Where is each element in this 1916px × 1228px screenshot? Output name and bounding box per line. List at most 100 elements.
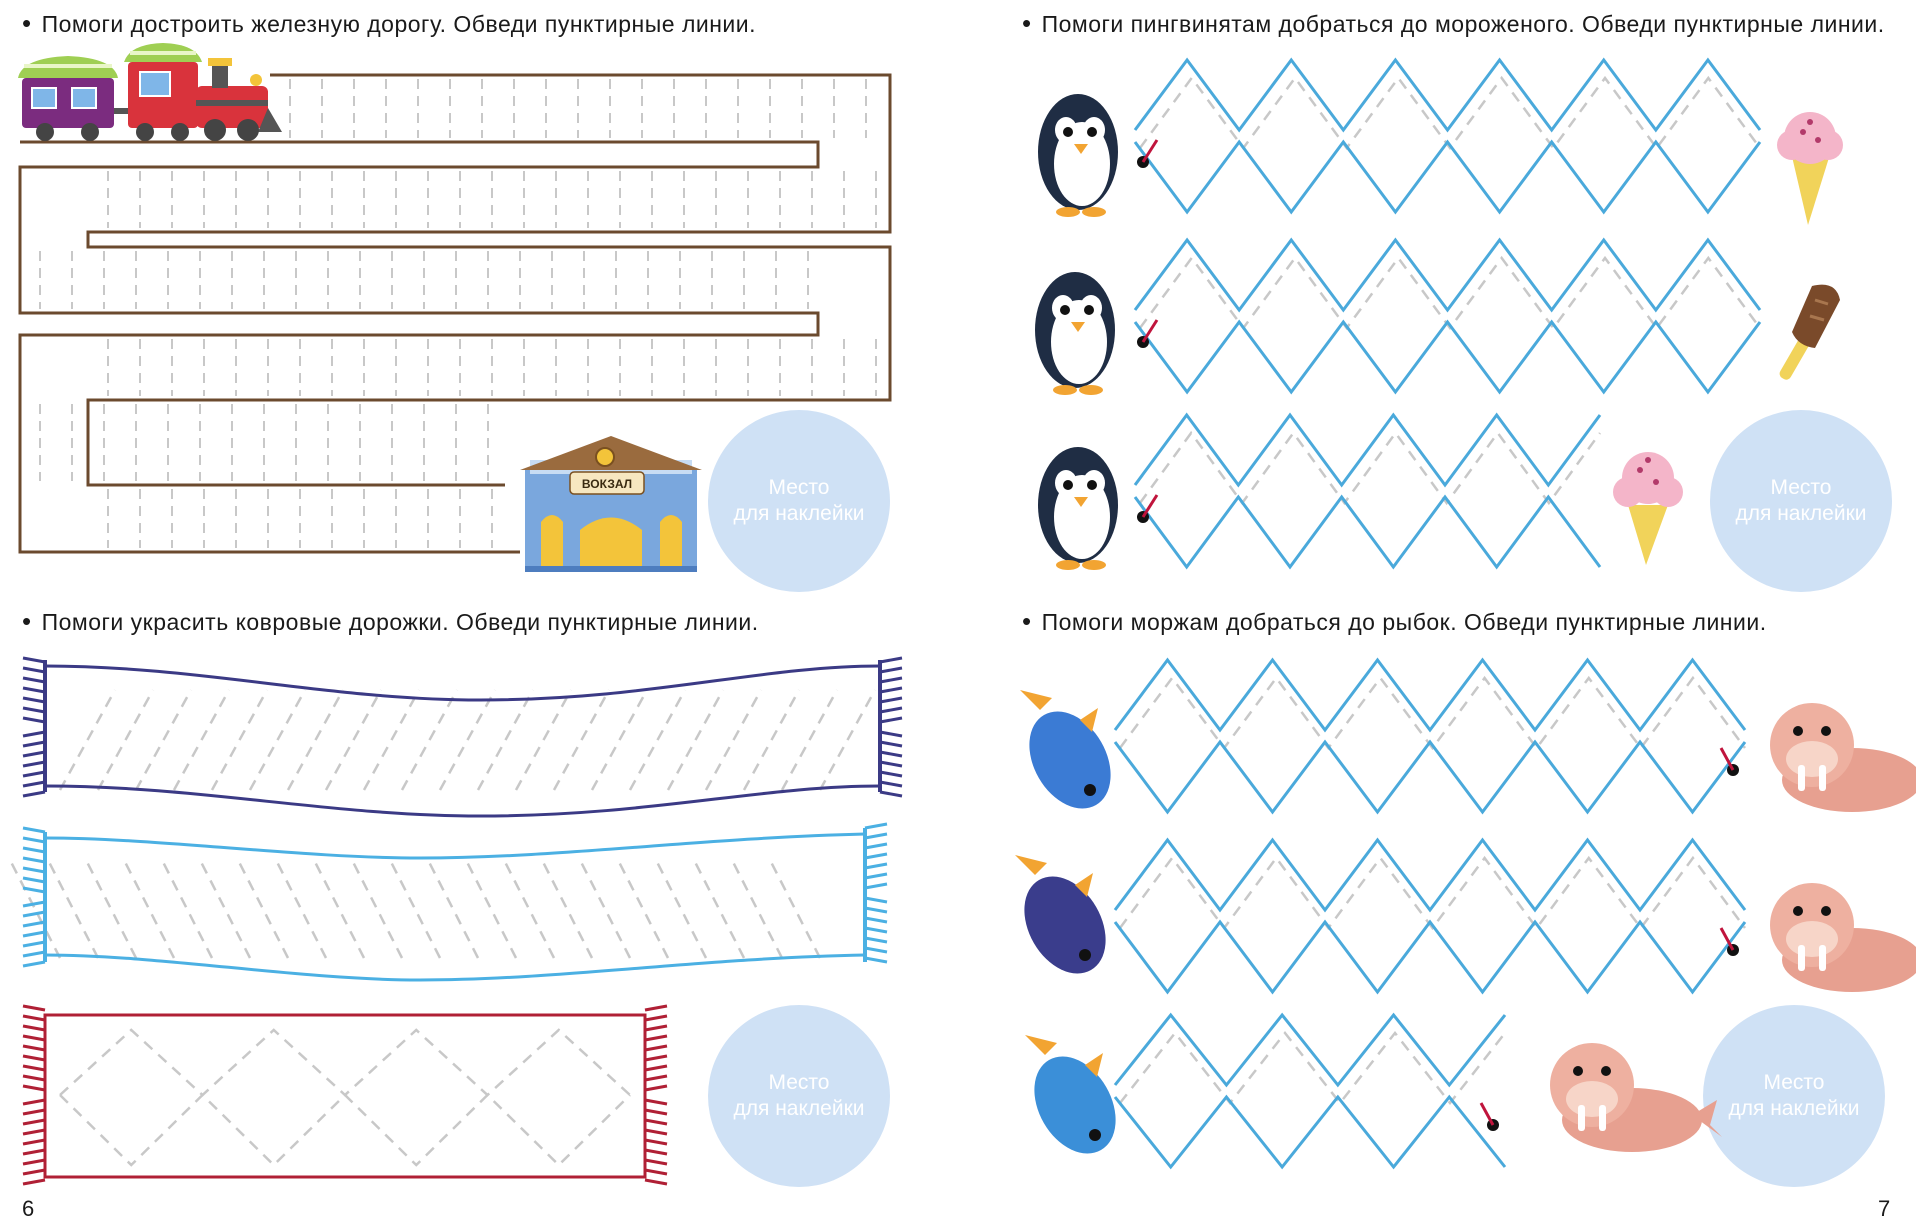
carpet-fringe — [864, 832, 888, 840]
carpet-fringe — [22, 1044, 46, 1052]
carpet-dash — [400, 689, 459, 791]
carpet-fringe — [879, 740, 903, 748]
bullet: • — [22, 8, 32, 38]
carpet-fringe — [22, 790, 46, 798]
carpet-dash — [426, 859, 480, 959]
carpet-fringe — [879, 780, 903, 788]
sticker-label-line2: для наклейки — [733, 502, 865, 525]
arrow-icon — [1719, 927, 1735, 951]
dashed-zigzag-line — [1138, 430, 1602, 506]
carpet-dash — [350, 859, 404, 959]
zigzag-line — [1133, 139, 1762, 215]
carpet-fringe — [644, 1158, 668, 1166]
zigzag-line — [1133, 319, 1762, 395]
left-task-1-text: Помоги достроить железную дорогу. Обведи… — [41, 11, 757, 37]
carpet-fringe — [879, 716, 903, 724]
ice-cream-icon — [1613, 452, 1683, 565]
carpet-fringe — [22, 1054, 46, 1062]
carpet-fringe — [22, 886, 46, 894]
carpet-fringe — [22, 1148, 46, 1156]
page-number-left: 6 — [22, 1196, 35, 1221]
carpet-fringe — [879, 790, 903, 798]
carpet-dashes — [8, 859, 822, 959]
walrus-icon — [1550, 1043, 1722, 1152]
carpet-fringe — [22, 1014, 46, 1022]
zigzag-line — [1133, 494, 1602, 570]
sticker-place-2: Место для наклейки — [1710, 410, 1892, 592]
carpet-fringe — [644, 1178, 668, 1186]
carpet-dash — [628, 689, 687, 791]
zigzag-line — [1113, 837, 1747, 913]
bullet: • — [22, 606, 32, 636]
carpet-fringe — [22, 1138, 46, 1146]
carpet-fringe — [879, 656, 903, 664]
penguin-icon — [1038, 447, 1118, 570]
carpet-fringe — [22, 1004, 46, 1012]
carpet-fringe — [644, 1128, 668, 1136]
carpet-fringe — [22, 1084, 46, 1092]
carpet-fringe — [22, 1074, 46, 1082]
carpet-fringe — [879, 676, 903, 684]
carpet-fringe — [22, 696, 46, 704]
carpet-fringe — [22, 740, 46, 748]
carpet-dash — [704, 689, 763, 791]
rail-sleepers — [39, 79, 877, 548]
carpet-dash — [514, 689, 573, 791]
carpet-fringe — [864, 896, 888, 904]
carpet-dash — [388, 859, 442, 959]
carpet-fringe — [864, 842, 888, 850]
carpet-fringe — [864, 862, 888, 870]
carpet-fringe — [22, 770, 46, 778]
carpet-dash — [742, 689, 801, 791]
sticker-label-line2: для наклейки — [733, 1097, 865, 1120]
carpet-fringe — [22, 666, 46, 674]
carpet-fringe — [22, 1168, 46, 1176]
carpet-dash — [236, 859, 290, 959]
carpet-2-bottom-edge — [44, 953, 866, 982]
carpet-fringe — [22, 760, 46, 768]
left-task-2-text: Помоги украсить ковровые дорожки. Обведи… — [41, 609, 759, 635]
carpet-dash — [818, 689, 877, 791]
carpet-fringe — [644, 1054, 668, 1062]
carpet-dash — [552, 689, 611, 791]
carpet-fringe — [22, 920, 46, 928]
sticker-place-1: Место для наклейки — [708, 410, 890, 592]
sticker-label-line1: Место — [1770, 476, 1832, 499]
carpet-fringe — [22, 716, 46, 724]
carpet-dash — [122, 859, 176, 959]
carpet-fringe — [22, 730, 46, 738]
carpet-fringe — [864, 956, 888, 964]
ice-cream-bar-icon — [1779, 284, 1840, 380]
carpet-fringe — [879, 770, 903, 778]
dashed-zigzag-line — [1119, 1030, 1506, 1106]
carpet-1-bottom-edge — [44, 784, 881, 818]
carpet-fringe — [864, 822, 888, 830]
carpet-dash — [654, 859, 708, 959]
left-task-1-instruction: • Помоги достроить железную дорогу. Обвед… — [22, 8, 756, 39]
penguins — [1035, 94, 1118, 570]
train-icon — [18, 43, 282, 141]
carpet-fringe — [644, 1074, 668, 1082]
carpet-fringe — [22, 1108, 46, 1116]
sticker-label-line2: для наклейки — [1735, 502, 1867, 525]
carpet-dash — [768, 859, 822, 959]
carpet-fringe — [879, 686, 903, 694]
carpet-fringe — [22, 1024, 46, 1032]
carpet-dash — [502, 859, 556, 959]
carpet-fringe — [22, 930, 46, 938]
ice-cream-icon — [1777, 112, 1843, 225]
carpet-fringe — [22, 1118, 46, 1126]
carpet-fringe — [879, 706, 903, 714]
arrow-icon — [1141, 139, 1159, 163]
carpet-2-top-edge — [44, 832, 866, 860]
walrus-zigzag-paths — [1113, 657, 1747, 1170]
penguin-icon — [1038, 94, 1118, 217]
carpet-fringe — [22, 706, 46, 714]
carpet-fringe — [22, 950, 46, 958]
fish-icon — [1015, 855, 1106, 974]
arrow-icon — [1141, 319, 1159, 343]
carpet-fringe — [879, 750, 903, 758]
carpet-fringe — [644, 1098, 668, 1106]
carpet-dash — [438, 689, 497, 791]
carpet-fringe — [864, 906, 888, 914]
